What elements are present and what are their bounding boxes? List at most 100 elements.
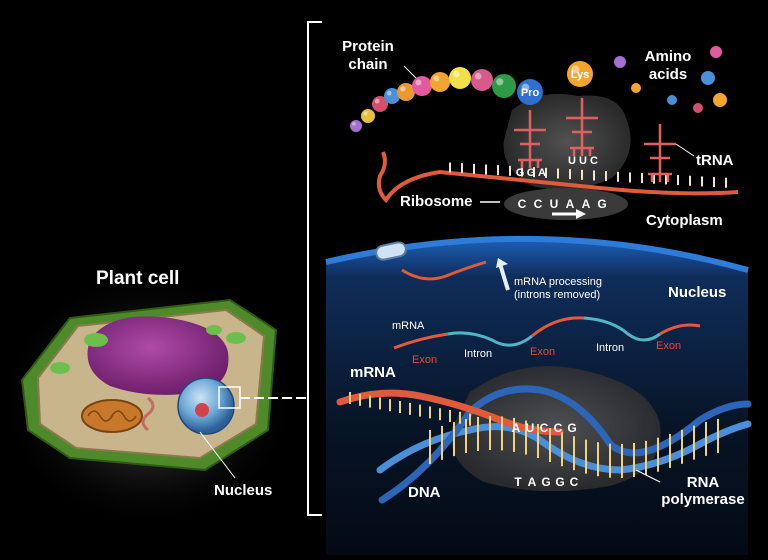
- pre-mrna-exon-2: [531, 316, 585, 338]
- processing-arrow-head: [496, 258, 508, 268]
- nucleus-region-label: Nucleus: [668, 284, 727, 301]
- codon-base: G: [597, 197, 606, 211]
- exon-label-1: Exon: [412, 354, 438, 366]
- anticodon-base: G: [516, 167, 525, 179]
- trna-molecule: [566, 98, 598, 156]
- bracket: [307, 21, 322, 516]
- amino-acid-bead: [492, 74, 516, 98]
- golgi: [141, 396, 155, 432]
- bead-highlight: [571, 65, 580, 74]
- pre-mrna-intron-1: [447, 331, 533, 347]
- rna-base-letter: U: [526, 421, 535, 435]
- protein-chain-pointer: [403, 65, 417, 79]
- rna-base-letter: A: [512, 421, 521, 435]
- amino-acid-bead: [372, 96, 388, 112]
- trna-molecule: [514, 110, 546, 168]
- mrna-processing-line2: (introns removed): [514, 289, 601, 301]
- amino-acid-bead: [430, 72, 450, 92]
- ribosome-small-subunit: [504, 188, 628, 220]
- vacuole: [87, 316, 229, 395]
- amino-acid-bead: [567, 61, 593, 87]
- chloroplast: [226, 332, 246, 344]
- bead-highlight: [352, 122, 356, 126]
- bead-highlight: [386, 90, 392, 96]
- protein-chain-beads: Pro Lys: [350, 61, 593, 132]
- free-amino-acids: [614, 46, 727, 113]
- rna-base-letter: C: [554, 421, 563, 435]
- free-amino-acid: [713, 93, 727, 107]
- bead-highlight: [363, 111, 368, 116]
- amino-acid-bead: [397, 83, 415, 101]
- bead-highlight: [474, 72, 482, 80]
- trna-pointer: [675, 143, 695, 157]
- codon-base: U: [550, 197, 559, 211]
- plant-cell-illustration: [0, 270, 306, 530]
- cytoplasm-label: Cytoplasm: [646, 212, 723, 229]
- mrna-strand-cytoplasm: [376, 151, 739, 204]
- anticodon-base: U: [579, 155, 587, 167]
- pre-mrna-intron-2: [583, 316, 661, 342]
- rna-polymerase-label: RNA polymerase: [656, 474, 750, 508]
- dna-base-letter: C: [570, 475, 579, 489]
- rna-polymerase-line2: polymerase: [661, 491, 745, 508]
- dna-base-letter: G: [541, 475, 550, 489]
- nucleolus: [195, 403, 209, 417]
- processed-mrna: [401, 260, 487, 281]
- protein-chain-label-line1: Protein: [342, 38, 394, 55]
- free-amino-acid: [701, 71, 715, 85]
- ribosome-large-subunit: [503, 93, 631, 190]
- free-amino-acid: [710, 46, 722, 58]
- anticodon-base: U: [568, 155, 576, 167]
- rna-base-letter: C: [540, 421, 549, 435]
- nuclear-pore: [375, 241, 407, 261]
- protein-chain-label: Protein chain: [340, 38, 396, 74]
- anticodon-base: A: [538, 167, 546, 179]
- free-amino-acid: [631, 83, 641, 93]
- exon-label-3: Exon: [656, 340, 682, 352]
- mitochondrion-cristae: [87, 410, 137, 422]
- pre-mrna-exon-1: [393, 332, 449, 350]
- trna-label: tRNA: [696, 152, 734, 169]
- mrna-processing-label: mRNA processing (introns removed): [514, 276, 602, 302]
- amino-acid-bead: [350, 120, 362, 132]
- chloroplast: [206, 325, 222, 335]
- codon-base: C: [534, 197, 543, 211]
- dna-base-letter: A: [528, 475, 537, 489]
- mrna-base-ticks: [449, 162, 727, 188]
- lys-label: Lys: [571, 69, 590, 81]
- free-amino-acid: [614, 56, 626, 68]
- codon-base: C: [518, 197, 527, 211]
- amino-acids-label-line1: Amino: [644, 48, 692, 65]
- chloroplast: [84, 333, 108, 347]
- nucleus-callout-label: Nucleus: [214, 482, 273, 499]
- bead-highlight: [496, 78, 504, 86]
- pre-mrna-label: mRNA: [392, 320, 425, 332]
- ribosome-direction-arrowhead: [576, 209, 586, 219]
- amino-acid-bead: [471, 69, 493, 91]
- protein-chain-label-line2: chain: [348, 56, 388, 73]
- dna-strand-2: [378, 385, 752, 504]
- amino-acid-bead: [517, 79, 543, 105]
- mrna-processing-line1: mRNA processing: [514, 276, 603, 288]
- pre-mrna-exon-3: [659, 323, 701, 336]
- bead-highlight: [521, 83, 530, 92]
- pro-label: Pro: [521, 87, 540, 99]
- rna-base-letter: G: [567, 421, 576, 435]
- exon-label-2: Exon: [530, 346, 556, 358]
- amino-acid-bead: [361, 109, 375, 123]
- mrna-transcript-label: mRNA: [350, 364, 396, 381]
- dna-base-letter: G: [555, 475, 564, 489]
- polymerase-pointer: [635, 469, 661, 483]
- anticodon-base: G: [527, 167, 536, 179]
- bead-highlight: [400, 86, 406, 92]
- trna-molecule: [644, 124, 676, 182]
- amino-acids-label: Amino acids: [638, 48, 698, 84]
- amino-acid-bead: [412, 76, 432, 96]
- bead-highlight: [374, 98, 380, 104]
- bead-highlight: [433, 75, 440, 82]
